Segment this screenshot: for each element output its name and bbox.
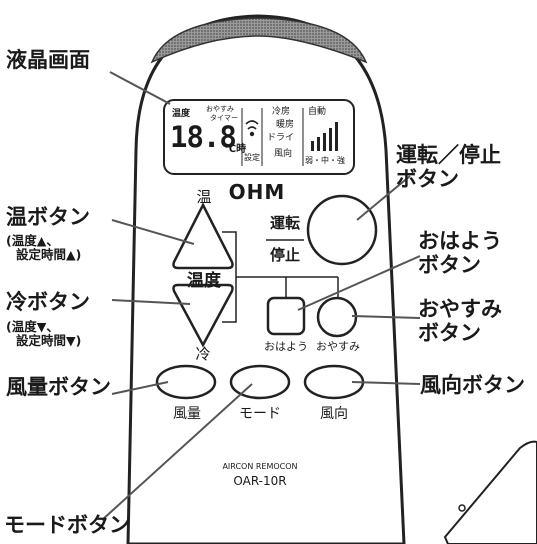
leader-fan-direction	[351, 381, 421, 385]
fan-speed-label: 風量	[173, 406, 201, 422]
callout-good-morning: おはよう ボタン	[418, 229, 502, 277]
secondary-device	[443, 440, 537, 544]
lcd-window	[163, 99, 355, 175]
leader-fan-speed	[111, 381, 169, 395]
callout-good-night: おやすみ ボタン	[418, 297, 502, 345]
secondary-device-hole	[458, 504, 466, 512]
leader-warm	[111, 219, 195, 245]
lcd-sleep-label: おやすみ	[206, 105, 234, 113]
lcd-timer-label: タイマー	[210, 114, 238, 122]
leader-run-stop	[356, 175, 411, 221]
lcd-temp-label: 温度	[172, 109, 191, 119]
transmit-icon	[245, 120, 259, 137]
leader-good-night	[351, 315, 421, 319]
brand-logo: OHM	[228, 180, 286, 204]
callout-cool-note: (温度▼、 設定時間▼)	[6, 319, 82, 349]
callout-cool-button: 冷ボタン	[6, 290, 90, 314]
stop-label: 停止	[269, 246, 300, 264]
lcd-fan-levels: 弱・中・強	[305, 156, 345, 165]
leader-good-morning	[297, 255, 421, 311]
callout-cool-note-line1: (温度▼、	[6, 319, 59, 334]
lcd-unit-label: ℃時	[224, 144, 247, 155]
lcd-dry-mode: ドライ	[267, 133, 295, 143]
leader-cool	[111, 299, 191, 305]
cool-label: 冷	[195, 345, 211, 363]
callout-warm-button: 温ボタン	[6, 205, 90, 229]
lcd-setting-label: 設定	[244, 153, 260, 162]
remote-top-cap	[150, 17, 368, 64]
lcd-auto-label: 自動	[308, 107, 327, 117]
lcd-digits: 18.8	[170, 120, 237, 154]
model-line1: AIRCON REMOCON	[222, 462, 298, 471]
callout-good-morning-line2: ボタン	[418, 253, 481, 278]
lcd-cool-mode: 冷房	[272, 107, 291, 117]
mode-label: モード	[239, 406, 281, 422]
callout-run-stop-line2: ボタン	[396, 167, 459, 192]
callout-warm-note: (温度▲、 設定時間▲)	[6, 233, 82, 263]
callout-lcd-screen: 液晶画面	[6, 48, 90, 72]
callout-fan-speed: 風量ボタン	[6, 375, 111, 399]
lcd-heat-mode: 暖房	[276, 120, 295, 130]
cool-down-button	[172, 283, 234, 348]
callout-run-stop-line1: 運転／停止	[396, 143, 501, 167]
run-label: 運転	[269, 214, 300, 232]
fan-direction-label: 風向	[320, 406, 348, 422]
leader-lcd	[109, 71, 171, 105]
callout-good-morning-line1: おはよう	[418, 229, 502, 253]
temperature-label: 温度	[187, 271, 221, 291]
fan-level-bars-icon	[311, 122, 338, 151]
mode-button	[229, 364, 291, 400]
run-stop-button	[306, 194, 378, 266]
warm-up-button	[172, 202, 234, 270]
good-morning-label: おはよう	[264, 340, 308, 353]
good-morning-button	[266, 296, 306, 336]
model-line2: OAR-10R	[233, 474, 287, 488]
callout-mode: モードボタン	[4, 513, 130, 537]
callout-fan-direction: 風向ボタン	[420, 373, 525, 397]
leader-mode	[101, 383, 253, 521]
callout-good-night-line2: ボタン	[418, 321, 481, 346]
callout-run-stop: 運転／停止 ボタン	[396, 143, 501, 191]
callout-warm-note-line1: (温度▲、	[6, 233, 59, 248]
good-night-label: おやすみ	[316, 340, 360, 353]
good-night-button	[316, 296, 358, 338]
warm-label: 温	[196, 188, 212, 206]
callout-warm-note-line2: 設定時間▲)	[16, 247, 82, 263]
lcd-direction-mode: 風向	[274, 149, 293, 159]
fan-speed-button	[155, 364, 217, 400]
callout-cool-note-line2: 設定時間▼)	[16, 333, 82, 349]
callout-good-night-line1: おやすみ	[418, 297, 502, 321]
